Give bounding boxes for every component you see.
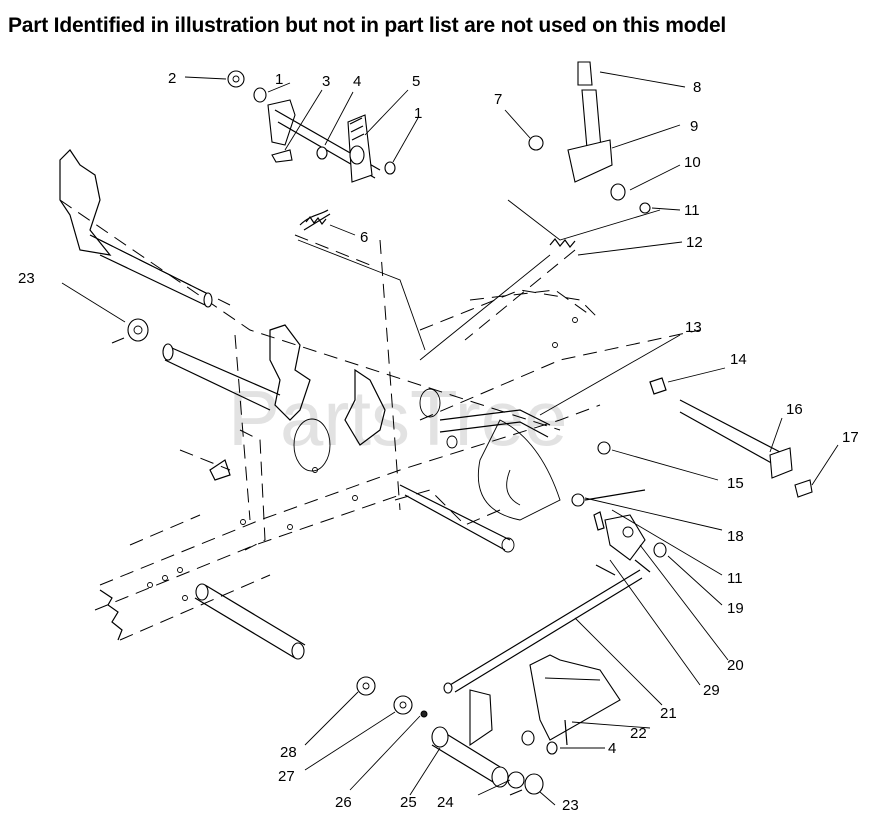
callout-7: 7 — [494, 91, 502, 108]
callout-3: 3 — [322, 73, 330, 90]
callout-29: 29 — [703, 682, 720, 699]
page-title: Part Identified in illustration but not … — [8, 14, 727, 37]
leader-lines — [61, 71, 839, 806]
callout-26: 26 — [335, 794, 352, 811]
callout-11b: 11 — [727, 570, 743, 587]
callout-23: 23 — [18, 270, 35, 287]
callout-23b: 23 — [562, 797, 579, 814]
watermark: PartsTree — [228, 374, 568, 462]
callout-20: 20 — [727, 657, 744, 674]
callout-21: 21 — [660, 705, 677, 722]
upper-left-subassembly — [227, 70, 426, 351]
frame-assembly — [59, 149, 701, 660]
callout-9: 9 — [690, 118, 698, 135]
callout-5: 5 — [412, 73, 420, 90]
callout-4b: 4 — [608, 740, 616, 757]
callout-15: 15 — [727, 475, 744, 492]
callout-1b: 1 — [414, 105, 422, 122]
right-side-assembly — [431, 377, 813, 788]
callout-2: 2 — [168, 70, 176, 87]
callout-18: 18 — [727, 528, 744, 545]
callout-28: 28 — [280, 744, 297, 761]
callout-22: 22 — [630, 725, 647, 742]
callout-11: 11 — [684, 202, 700, 219]
callout-17: 17 — [842, 429, 859, 446]
callout-19: 19 — [727, 600, 744, 617]
callout-27: 27 — [278, 768, 295, 785]
callout-labels: 1 2 3 4 5 1 6 7 8 9 10 11 12 13 14 15 16… — [18, 70, 859, 814]
callout-16: 16 — [786, 401, 803, 418]
callout-1: 1 — [275, 71, 283, 88]
callout-13: 13 — [685, 319, 702, 336]
callout-25: 25 — [400, 794, 417, 811]
callout-12: 12 — [686, 234, 703, 251]
upper-right-subassembly — [419, 61, 661, 361]
lower-left-washers — [111, 318, 544, 796]
callout-10: 10 — [684, 154, 701, 171]
callout-24: 24 — [437, 794, 454, 811]
callout-4: 4 — [353, 73, 361, 90]
callout-8: 8 — [693, 79, 701, 96]
callout-14: 14 — [730, 351, 747, 368]
callout-6: 6 — [360, 229, 368, 246]
